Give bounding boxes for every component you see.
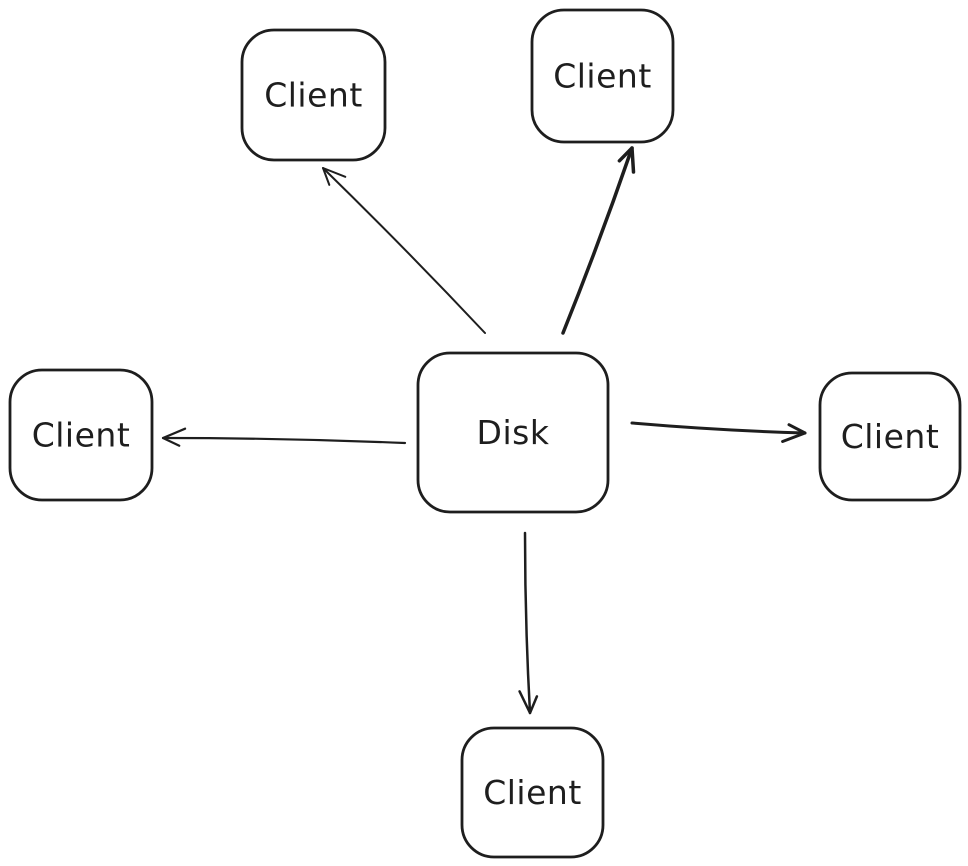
edge-disk-to-client-bottom bbox=[518, 531, 539, 715]
node-client-top: Client bbox=[530, 8, 675, 144]
node-box bbox=[818, 371, 962, 502]
arrow-shaft bbox=[161, 436, 407, 445]
node-client-top-left: Client bbox=[240, 28, 387, 162]
arrow-shaft bbox=[561, 146, 634, 335]
edge-disk-to-client-top bbox=[561, 146, 636, 335]
edge-disk-to-client-top-left bbox=[322, 167, 486, 334]
node-client-right: Client bbox=[818, 371, 962, 502]
node-client-bottom: Client bbox=[460, 726, 605, 859]
node-client-left: Client bbox=[8, 368, 154, 502]
edge-disk-to-client-left bbox=[161, 427, 407, 447]
node-box bbox=[460, 726, 605, 859]
node-box bbox=[8, 368, 154, 502]
edge-disk-to-client-right bbox=[630, 421, 807, 443]
node-label: Client bbox=[553, 57, 652, 96]
arrow-head bbox=[161, 427, 187, 447]
node-disk: Disk bbox=[416, 351, 610, 514]
node-label: Client bbox=[264, 76, 363, 115]
arrow-shaft bbox=[630, 421, 807, 435]
node-label: Client bbox=[841, 417, 940, 456]
arrow-shaft bbox=[322, 167, 486, 334]
node-label: Client bbox=[483, 773, 582, 812]
arrow-head bbox=[781, 423, 807, 443]
node-box bbox=[240, 28, 387, 162]
node-label: Client bbox=[32, 416, 131, 455]
arrow-shaft bbox=[523, 531, 532, 715]
node-label: Disk bbox=[477, 413, 550, 452]
arrow-head bbox=[518, 690, 539, 715]
arrow-head bbox=[322, 167, 347, 186]
node-box bbox=[416, 351, 610, 514]
arrow-head bbox=[617, 146, 636, 174]
node-box bbox=[530, 8, 675, 144]
